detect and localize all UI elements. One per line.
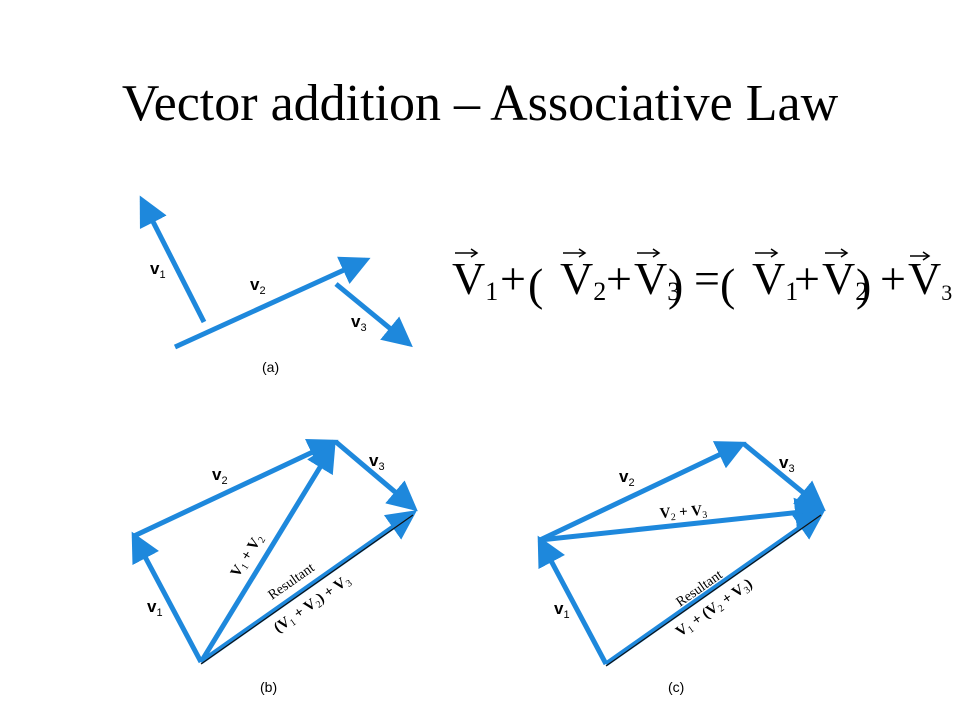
- b-vector-v1-plus-v2: [198, 441, 336, 664]
- eq-v2: V2: [560, 253, 606, 306]
- c-label-v3: v3: [779, 453, 795, 475]
- b-vector-v3: [334, 440, 418, 512]
- c-label-v2-plus-v3: V2 + V3: [659, 503, 708, 524]
- b-label-v1-plus-v2: V1 + V2: [228, 531, 268, 581]
- eq-v3: V3: [634, 253, 680, 306]
- b-vector-v2: [132, 439, 339, 539]
- a-label-v1: v1: [150, 259, 166, 281]
- b-label-v3: v3: [369, 451, 385, 473]
- c-vector-v2: [538, 441, 747, 543]
- eq-paren-open-1: (: [528, 259, 543, 310]
- eq-plus-4: +: [880, 253, 906, 304]
- caption-a: (a): [262, 359, 279, 375]
- a-vector-v2: [173, 256, 371, 350]
- eq-paren-close-2: ): [856, 259, 871, 310]
- eq-v1-b: V1: [752, 253, 798, 306]
- eq-plus-3: +: [794, 253, 820, 304]
- eq-plus-1: +: [500, 253, 526, 304]
- c-vector-v1: [537, 535, 609, 666]
- b-label-v2: v2: [212, 465, 228, 487]
- b-label-v1: v1: [147, 597, 163, 619]
- panel-a: v1 v2 v3 (a): [139, 195, 413, 375]
- eq-plus-2: +: [606, 253, 632, 304]
- panel-b: v1 v2 v3 V1 + V2 Resultant (V1 + V2) + V…: [131, 439, 418, 695]
- associative-equation: V1 + ( V2 + V3 ) = ( V1 + V2 ) + V3: [452, 248, 952, 310]
- b-vector-v1: [131, 531, 204, 664]
- b-vector-resultant: [199, 510, 418, 665]
- a-label-v2: v2: [250, 275, 266, 297]
- slide-title: Vector addition – Associative Law: [121, 75, 839, 132]
- caption-c: (c): [668, 679, 684, 695]
- c-vector-v2-plus-v3: [539, 497, 825, 543]
- a-vector-v3: [334, 282, 413, 348]
- eq-v3-b: V3: [908, 253, 952, 305]
- eq-equals: =: [694, 253, 720, 304]
- c-vector-v3: [742, 442, 826, 512]
- c-vector-resultant: [604, 510, 826, 667]
- a-label-v3: v3: [351, 312, 367, 334]
- panel-c: v1 v2 v3 V2 + V3 Resultant V1 + (V2 + V3…: [537, 441, 826, 695]
- eq-paren-close-1: ): [668, 259, 683, 310]
- eq-v2-b: V2: [822, 253, 868, 306]
- c-label-v2: v2: [619, 467, 635, 489]
- eq-v1: V1: [452, 253, 498, 306]
- eq-paren-open-2: (: [720, 259, 735, 310]
- a-vector-v1: [139, 195, 207, 324]
- c-label-v1: v1: [554, 599, 570, 621]
- caption-b: (b): [260, 679, 277, 695]
